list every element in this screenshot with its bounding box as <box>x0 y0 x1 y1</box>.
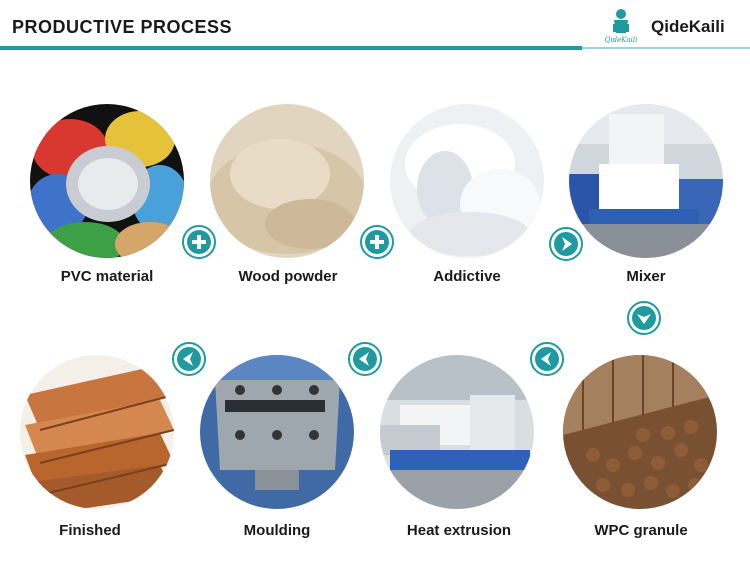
page-header: PRODUCTIVE PROCESS QideKaili QideKaili <box>0 0 750 52</box>
step-label-finished: Finished <box>59 522 121 539</box>
arrow-right-icon <box>549 227 583 261</box>
step-image-addictive <box>390 104 544 258</box>
arrow-left-icon <box>530 342 564 376</box>
step-label-pvc-material: PVC material <box>60 268 154 285</box>
step-label-addictive: Addictive <box>433 268 501 285</box>
step-label-wood-powder: Wood powder <box>238 268 338 285</box>
plus-icon <box>182 225 216 259</box>
step-label-moulding: Moulding <box>243 522 311 539</box>
step-image-pvc-material <box>30 104 184 258</box>
logo-wordmark: QideKaili <box>605 36 638 44</box>
brand-logo-icon: QideKaili <box>600 4 642 44</box>
header-divider <box>0 46 582 50</box>
arrow-down-icon <box>627 301 661 335</box>
brand-name: QideKaili <box>651 17 725 36</box>
step-label-mixer: Mixer <box>626 268 666 285</box>
page-title: PRODUCTIVE PROCESS <box>12 17 233 37</box>
step-image-finished <box>20 355 174 509</box>
step-image-wpc-granule <box>563 355 717 509</box>
header-divider-light <box>582 47 750 49</box>
step-image-heat-extrusion <box>380 355 534 509</box>
plus-icon <box>360 225 394 259</box>
arrow-left-icon <box>172 342 206 376</box>
step-image-moulding <box>200 355 354 509</box>
step-label-wpc-granule: WPC granule <box>594 522 688 539</box>
step-image-mixer <box>569 104 723 258</box>
arrow-left-icon <box>348 342 382 376</box>
step-label-heat-extrusion: Heat extrusion <box>406 522 512 539</box>
step-image-wood-powder <box>210 104 364 258</box>
